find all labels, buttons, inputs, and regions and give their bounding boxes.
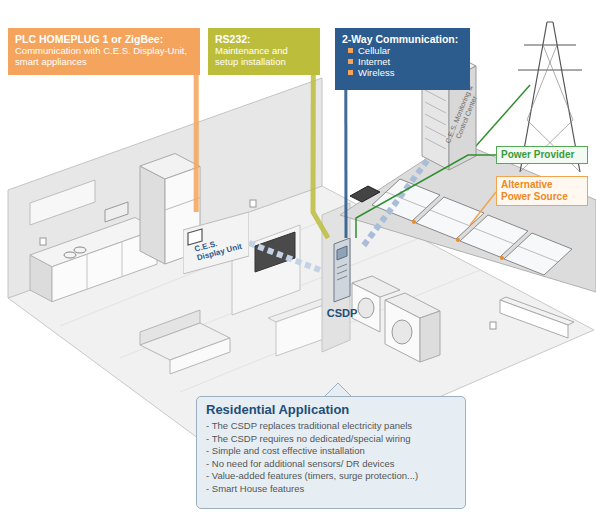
tag-text: Alternative Power Source <box>501 179 583 203</box>
bullet-row: Cellular <box>342 45 463 56</box>
protocol-callout: 2-Way Communication:CellularInternetWire… <box>335 28 470 90</box>
sofa-front <box>170 338 230 374</box>
microwave <box>105 202 128 222</box>
csdp-breaker <box>337 270 347 274</box>
rack-front <box>422 66 449 170</box>
connector-line <box>344 90 347 238</box>
body: Communication with C.E.S. Display-Unit, … <box>15 45 193 67</box>
tv-screen <box>255 232 295 272</box>
connector-line <box>362 161 427 248</box>
dryer-door <box>358 298 374 318</box>
protocol-callout: PLC HOMEPLUG 1 or ZigBee:Communication w… <box>8 28 200 75</box>
connector-line <box>356 155 496 238</box>
connector-line <box>194 75 199 212</box>
head: PLC HOMEPLUG 1 or ZigBee: <box>15 33 193 45</box>
stove-burner <box>64 252 76 258</box>
csdp-panel: CSDP <box>322 238 362 320</box>
washer-side <box>420 311 440 362</box>
panel-line <box>518 246 558 262</box>
rack-slot <box>425 78 446 89</box>
head: 2-Way Communication: <box>342 33 463 45</box>
csdp-text: CSDP <box>322 307 362 320</box>
rack-slot <box>425 114 446 125</box>
rack-top <box>422 52 476 80</box>
tower-arm <box>524 45 576 46</box>
panel-joint <box>412 220 416 224</box>
protocol-callout: RS232:Maintenance and setup installation <box>208 28 320 75</box>
rack-slot <box>425 102 446 113</box>
csdp-box <box>334 238 350 302</box>
panel-joint <box>500 256 504 260</box>
alt-power-tag: Alternative Power Source <box>496 176 588 206</box>
info-line: - No need for additional sensors/ DR dev… <box>206 458 456 471</box>
csdp-breaker <box>337 276 347 280</box>
upper-cabinet <box>30 180 95 225</box>
dryer-top <box>352 276 400 297</box>
bullet-row: Internet <box>342 56 463 67</box>
head: RS232: <box>215 33 313 45</box>
connector-line <box>249 243 322 271</box>
fridge-line <box>165 198 200 211</box>
info-head: Residential Application <box>206 402 456 418</box>
info-line: - The CSDP replaces traditional electric… <box>206 420 456 433</box>
bullet-square <box>348 70 353 75</box>
back-wall <box>8 78 322 298</box>
panel-joint <box>456 238 460 242</box>
partition-wall <box>322 203 350 352</box>
wall-outlet <box>490 322 496 329</box>
body: Maintenance and setup installation <box>215 45 313 67</box>
bullet-text: Cellular <box>358 45 390 56</box>
power-provider-tag: Power Provider <box>496 146 588 164</box>
info-line: - Value-added features (timers, surge pr… <box>206 470 456 483</box>
csdp-breaker <box>337 264 347 268</box>
bullet-text: Wireless <box>358 67 394 78</box>
fridge-side <box>140 166 165 264</box>
info-line: - Simple and cost effective installation <box>206 445 456 458</box>
cabinet-line <box>122 242 123 277</box>
tower-brace <box>527 45 557 120</box>
tag-text: Power Provider <box>501 149 583 161</box>
solar-panel <box>504 233 572 275</box>
csdp-screen <box>337 246 347 260</box>
display-unit-panel: C.E.S. Display Unit <box>183 212 249 274</box>
bullet-row: Wireless <box>342 67 463 78</box>
panel-line <box>474 228 514 244</box>
bullet-square <box>348 59 353 64</box>
bullet-square <box>348 48 353 53</box>
rack-slot <box>425 90 446 101</box>
alt-power-leader <box>470 192 496 225</box>
connector-line <box>313 75 328 238</box>
panel-line <box>430 210 470 226</box>
info-box: Residential Application - The CSDP replac… <box>196 396 466 509</box>
cabinet-line <box>87 254 88 289</box>
rack-slot <box>425 126 446 137</box>
washer-door <box>392 320 412 344</box>
tower-top <box>547 22 553 23</box>
tower-brace <box>543 45 573 120</box>
panel-line <box>386 192 426 208</box>
bullet-text: Internet <box>358 56 390 67</box>
info-line: - The CSDP requires no dedicated/special… <box>206 433 456 446</box>
inverter-box <box>350 186 380 202</box>
display-wall <box>183 212 249 274</box>
tower-arm <box>518 70 582 71</box>
stove-burner <box>74 247 86 253</box>
info-pointer <box>324 383 352 397</box>
info-line: - Smart House features <box>206 483 456 496</box>
ac-unit <box>500 300 568 338</box>
wall-outlet <box>250 200 256 207</box>
roof <box>340 140 596 292</box>
rack-slot <box>425 138 446 149</box>
wall-outlet <box>40 238 46 245</box>
